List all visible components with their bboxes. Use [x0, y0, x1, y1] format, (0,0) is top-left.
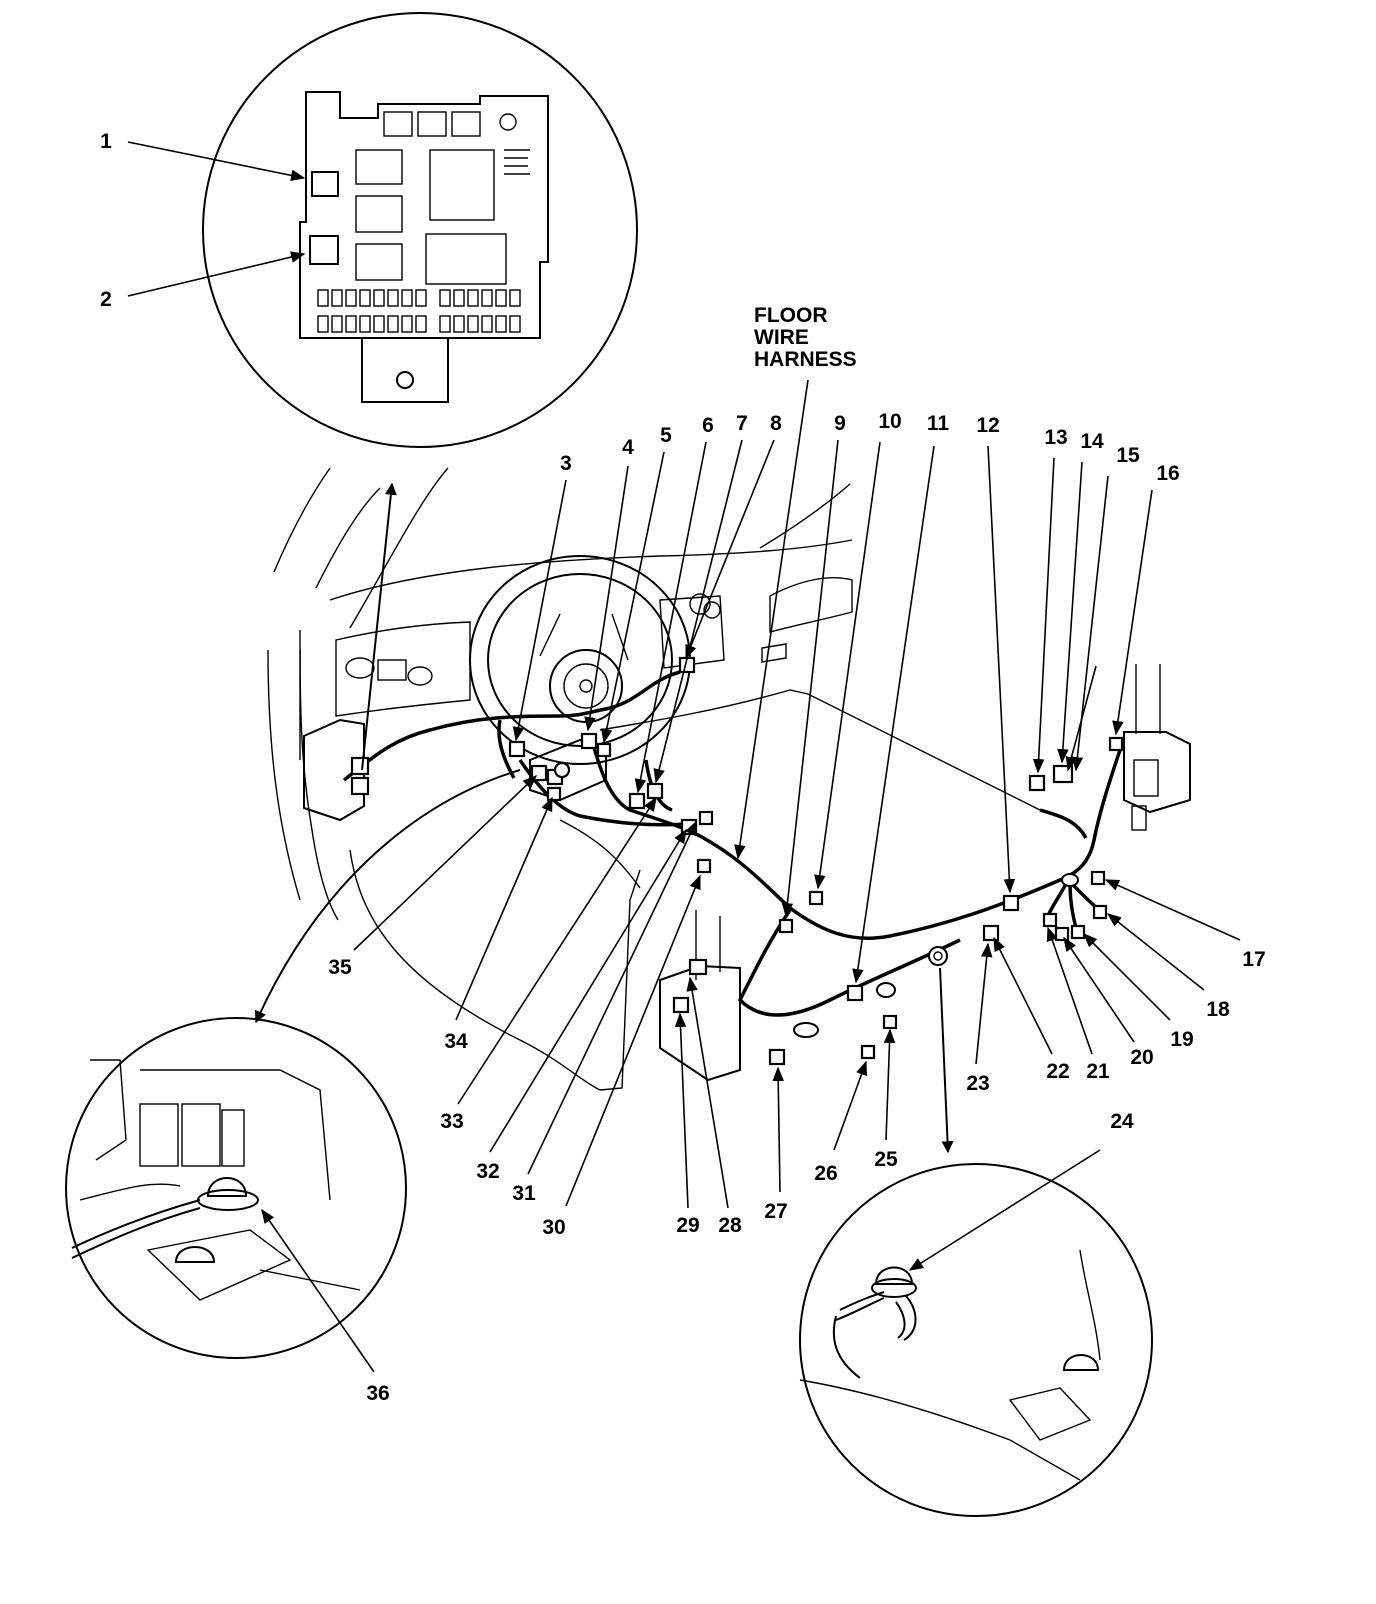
callout-7: 7	[736, 412, 748, 435]
callout-8: 8	[770, 412, 782, 435]
callout-4: 4	[622, 436, 634, 459]
callout-28: 28	[718, 1214, 742, 1237]
callout-20: 20	[1130, 1046, 1153, 1069]
fuse-box-detail-circle	[202, 12, 638, 448]
ground-bolt-detail-circle-36	[65, 1017, 407, 1359]
callout-14: 14	[1080, 430, 1104, 453]
callout-30: 30	[542, 1216, 565, 1239]
callout-numbers: 1 2 3 4 5 6 7 8 9 10 11 12 13 14 15 16 1…	[100, 130, 1266, 1405]
callout-26: 26	[814, 1162, 837, 1185]
dashboard-view	[267, 467, 1191, 1091]
callout-25: 25	[874, 1148, 898, 1171]
callout-32: 32	[476, 1160, 499, 1183]
callout-17: 17	[1242, 948, 1265, 971]
callout-18: 18	[1206, 998, 1230, 1021]
callout-leaders	[127, 141, 1241, 1373]
callout-6: 6	[702, 414, 714, 437]
callout-23: 23	[966, 1072, 989, 1095]
callout-35: 35	[328, 956, 352, 979]
ground-bolt-detail-circle-24	[799, 1163, 1153, 1517]
callout-15: 15	[1116, 444, 1140, 467]
callout-24: 24	[1110, 1110, 1134, 1133]
callout-22: 22	[1046, 1060, 1069, 1083]
callout-21: 21	[1086, 1060, 1110, 1083]
callout-19: 19	[1170, 1028, 1193, 1051]
callout-11: 11	[927, 412, 950, 435]
floor-wire-harness-label: FLOOR WIRE HARNESS	[754, 304, 857, 371]
callout-29: 29	[676, 1214, 699, 1237]
callout-34: 34	[444, 1030, 468, 1053]
harness-label-line-1: FLOOR	[754, 304, 828, 327]
callout-5: 5	[660, 424, 672, 447]
callout-33: 33	[440, 1110, 463, 1133]
callout-1: 1	[100, 130, 112, 153]
harness-label-line-2: WIRE	[754, 326, 809, 349]
callout-10: 10	[878, 410, 901, 433]
callout-9: 9	[834, 412, 846, 435]
callout-13: 13	[1044, 426, 1067, 449]
callout-36: 36	[366, 1382, 389, 1405]
callout-27: 27	[764, 1200, 787, 1223]
callout-2: 2	[100, 288, 112, 311]
callout-16: 16	[1156, 462, 1179, 485]
callout-3: 3	[560, 452, 572, 475]
harness-label-line-3: HARNESS	[754, 348, 857, 371]
callout-12: 12	[976, 414, 999, 437]
callout-31: 31	[512, 1182, 536, 1205]
